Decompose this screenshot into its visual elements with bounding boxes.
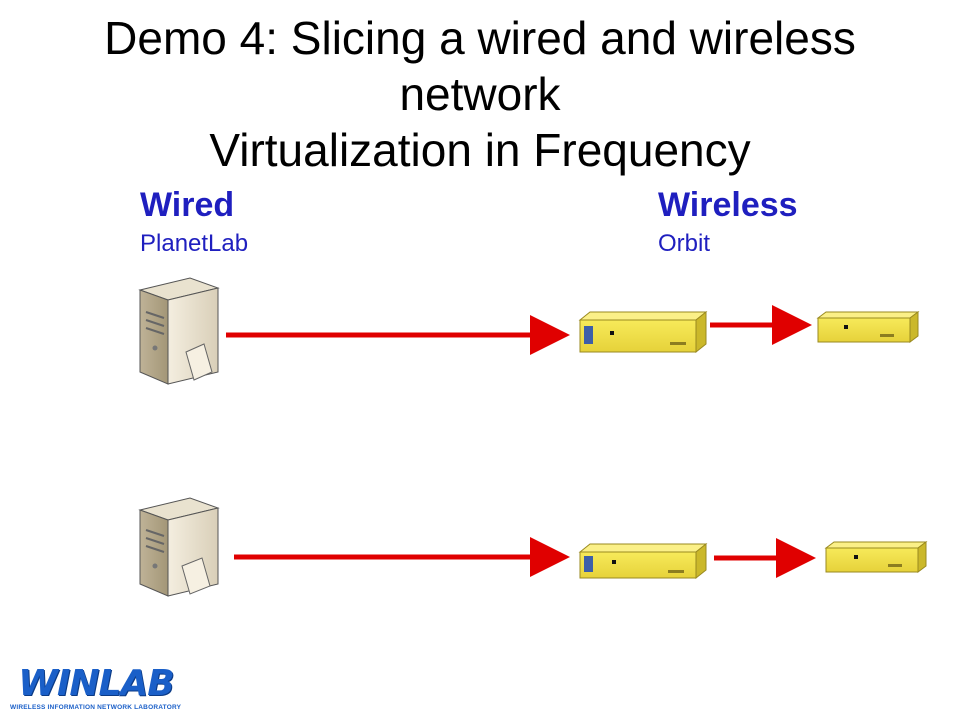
winlab-logo: WINLAB WIRELESS INFORMATION NETWORK LABO… (8, 664, 184, 716)
server-icon (138, 497, 220, 597)
wireless-heading: Wireless (658, 186, 798, 224)
title-line-3: Virtualization in Frequency (209, 124, 751, 176)
wireless-subheading: Orbit (658, 230, 711, 257)
slide-title: Demo 4: Slicing a wired and wireless net… (0, 10, 960, 178)
wired-heading: Wired (140, 186, 235, 224)
wireless-node-icon (824, 541, 928, 573)
wired-subheading: PlanetLab (140, 230, 249, 257)
wireless-node-icon (578, 542, 708, 580)
title-line-2: network (399, 68, 561, 120)
title-line-1: Demo 4: Slicing a wired and wireless (104, 12, 856, 64)
logo-text: WINLAB (18, 663, 174, 704)
wireless-node-icon (578, 310, 708, 354)
wireless-node-icon (816, 311, 920, 343)
logo-subtext: WIRELESS INFORMATION NETWORK LABORATORY (10, 704, 182, 711)
server-icon (138, 277, 220, 385)
